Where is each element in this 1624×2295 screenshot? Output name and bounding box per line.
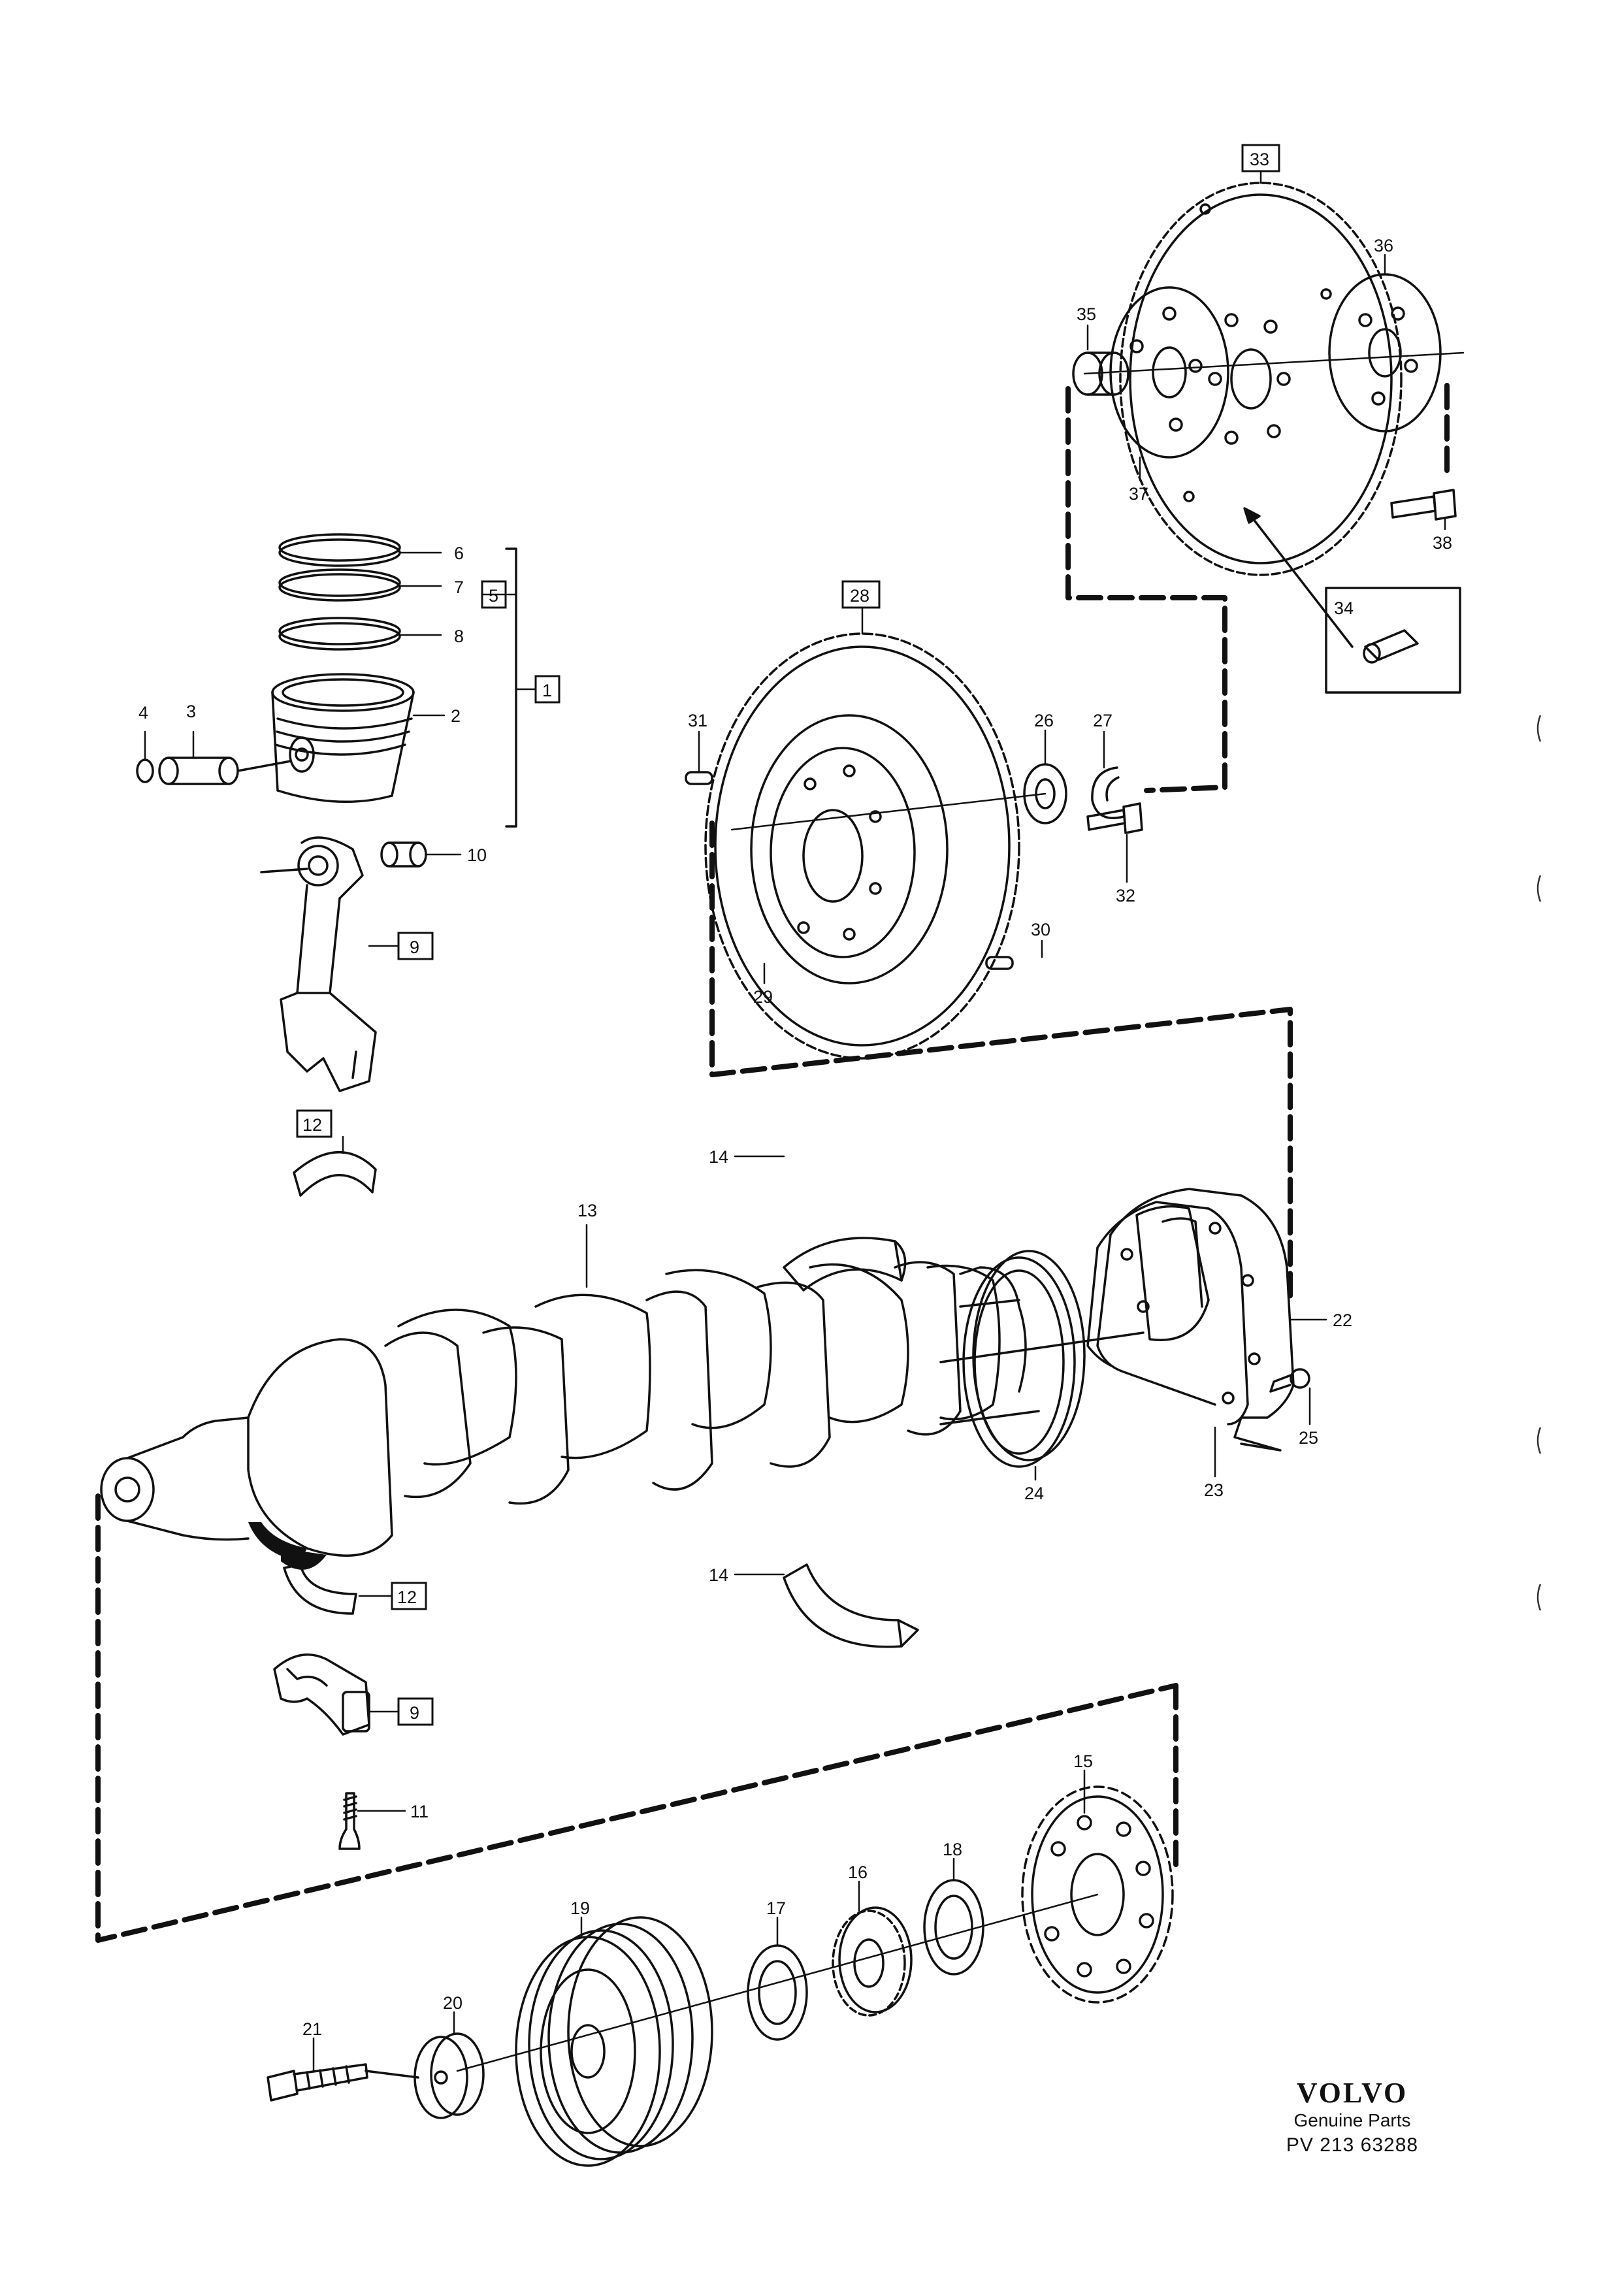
pulley-hub xyxy=(414,2032,485,2119)
callout-box-9-lower: 9 xyxy=(397,1697,434,1726)
circlip xyxy=(136,758,154,783)
svg-text:5: 5 xyxy=(489,586,498,606)
callout-7: 7 xyxy=(454,578,464,597)
callout-22: 22 xyxy=(1333,1310,1352,1330)
timing-belt-pulley xyxy=(1021,1785,1174,2004)
callout-box-12-upper: 12 xyxy=(296,1109,333,1138)
rear-main-seal xyxy=(962,1250,1086,1468)
flywheel-bolt xyxy=(1086,802,1143,834)
callout-4: 4 xyxy=(138,703,148,723)
rod-bolt xyxy=(338,1792,361,1850)
callout-36: 36 xyxy=(1374,236,1393,255)
svg-text:28: 28 xyxy=(850,586,869,606)
main-bearing-upper xyxy=(783,1237,907,1292)
detail-box-34 xyxy=(1325,587,1461,694)
callout-38: 38 xyxy=(1433,533,1452,553)
flexplate-bolt xyxy=(1390,489,1457,521)
crank-gear xyxy=(832,1906,913,2017)
assembly-dashed-lines xyxy=(95,383,1450,1943)
piston-bracket xyxy=(505,547,517,828)
rod-bearing-upper xyxy=(293,1150,377,1197)
washer-17 xyxy=(747,1944,808,2041)
callout-3: 3 xyxy=(186,702,196,721)
callout-11: 11 xyxy=(410,1802,429,1821)
washer-18 xyxy=(923,1879,984,1976)
pulley-bolt xyxy=(267,2063,419,2102)
margin-marks xyxy=(1536,715,1542,1611)
piston-rings xyxy=(278,533,401,651)
rod-cap xyxy=(273,1653,370,1736)
callout-19: 19 xyxy=(570,1898,590,1918)
callout-box-12-lower: 12 xyxy=(391,1582,427,1610)
callout-2: 2 xyxy=(451,706,461,726)
callout-10: 10 xyxy=(467,845,487,865)
diagram-code: PV 213 63288 xyxy=(1286,2134,1419,2156)
callout-17: 17 xyxy=(766,1898,786,1918)
piston xyxy=(271,673,415,804)
callout-box-28: 28 xyxy=(841,580,881,609)
dowel-30 xyxy=(985,956,1014,970)
dowel-31 xyxy=(685,771,713,785)
crankshaft-pulley xyxy=(515,1916,713,2167)
flexplate xyxy=(1119,182,1403,576)
crankshaft xyxy=(100,1261,1145,1570)
callout-18: 18 xyxy=(943,1840,962,1859)
callout-16: 16 xyxy=(848,1863,868,1882)
bushing-35 xyxy=(1072,351,1129,396)
callout-13: 13 xyxy=(577,1201,597,1220)
rod-bearing-lower xyxy=(283,1563,357,1615)
svg-text:12: 12 xyxy=(397,1587,417,1607)
snap-ring xyxy=(1091,766,1125,819)
callout-23: 23 xyxy=(1204,1480,1224,1500)
svg-text:1: 1 xyxy=(542,681,552,700)
svg-text:9: 9 xyxy=(410,1703,419,1723)
connecting-rod-upper xyxy=(260,836,377,1092)
main-bearing-lower xyxy=(783,1563,919,1648)
housing-bolt xyxy=(1269,1368,1310,1393)
callout-14-upper: 14 xyxy=(709,1147,728,1167)
leader-lines xyxy=(144,170,1446,2072)
bushing-34 xyxy=(1363,629,1419,664)
brand-block: VOLVO Genuine Parts PV 213 63288 xyxy=(1267,2077,1437,2158)
callout-35: 35 xyxy=(1077,304,1096,324)
detail-pointer xyxy=(1250,515,1354,648)
piston-pin xyxy=(158,757,292,785)
callout-8: 8 xyxy=(454,627,464,646)
callout-30: 30 xyxy=(1031,920,1050,939)
seal-housing-gasket xyxy=(1086,1201,1249,1425)
callout-31: 31 xyxy=(688,711,707,730)
callout-20: 20 xyxy=(443,1993,463,2013)
callout-26: 26 xyxy=(1034,711,1054,730)
callout-32: 32 xyxy=(1116,886,1135,905)
volvo-logo: VOLVO xyxy=(1296,2077,1408,2109)
callout-27: 27 xyxy=(1093,711,1112,730)
spacer-plate-36 xyxy=(1328,273,1442,432)
svg-text:33: 33 xyxy=(1250,150,1269,169)
callout-6: 6 xyxy=(454,544,464,563)
callout-34: 34 xyxy=(1334,598,1354,618)
callout-box-1: 1 xyxy=(534,675,560,704)
callout-24: 24 xyxy=(1024,1484,1044,1503)
callout-21: 21 xyxy=(302,2019,322,2039)
callouts: 6 7 8 2 3 4 10 11 13 14 14 15 16 17 18 1… xyxy=(138,144,1452,2039)
callout-37: 37 xyxy=(1129,484,1148,504)
seal-housing-plate xyxy=(1096,1188,1295,1452)
callout-14-lower: 14 xyxy=(709,1565,728,1585)
rod-bushing xyxy=(380,841,427,868)
callout-25: 25 xyxy=(1299,1428,1318,1448)
svg-text:9: 9 xyxy=(410,937,419,957)
svg-text:12: 12 xyxy=(302,1115,322,1135)
callout-29: 29 xyxy=(753,987,773,1007)
callout-box-9-upper: 9 xyxy=(397,932,434,960)
flywheel xyxy=(704,632,1020,1060)
callout-box-33: 33 xyxy=(1241,144,1280,172)
callout-15: 15 xyxy=(1073,1751,1093,1771)
brand-subtitle: Genuine Parts xyxy=(1293,2110,1411,2130)
